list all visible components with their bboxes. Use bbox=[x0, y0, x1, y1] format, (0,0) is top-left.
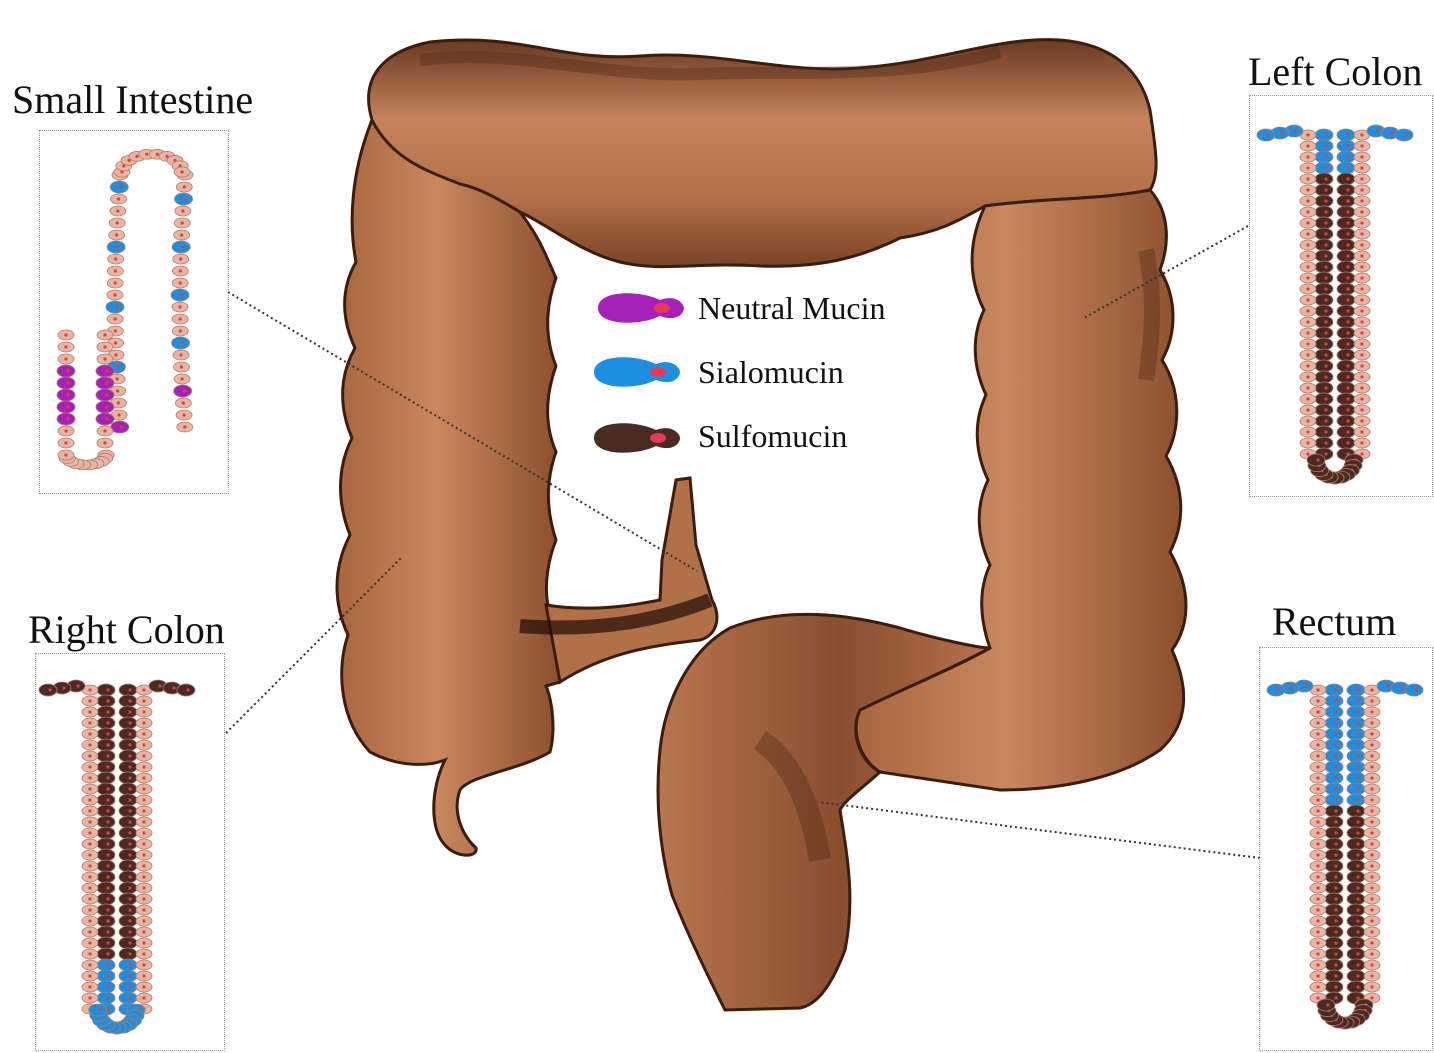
descending-colon bbox=[856, 190, 1186, 790]
legend bbox=[594, 293, 684, 452]
rectum-panel bbox=[1259, 647, 1433, 1051]
right-colon-panel bbox=[35, 653, 225, 1051]
small-intestine-panel bbox=[39, 130, 229, 494]
legend-neutral-mucin-label: Neutral Mucin bbox=[698, 292, 886, 324]
rectum bbox=[658, 614, 990, 1010]
legend-sulfomucin-icon bbox=[594, 423, 680, 452]
rectum-title: Rectum bbox=[1272, 602, 1396, 642]
ascending-colon bbox=[337, 120, 560, 855]
small-intestine-title: Small Intestine bbox=[12, 80, 253, 120]
legend-sialomucin-icon bbox=[594, 357, 680, 386]
legend-sulfomucin-label: Sulfomucin bbox=[698, 420, 847, 452]
right-colon-title: Right Colon bbox=[28, 610, 225, 650]
left-colon-panel bbox=[1249, 95, 1433, 497]
colon-illustration bbox=[337, 40, 1186, 1010]
legend-neutral-mucin-icon bbox=[598, 293, 684, 322]
leader-rectum bbox=[818, 802, 1260, 858]
left-colon-title: Left Colon bbox=[1248, 52, 1422, 92]
legend-sialomucin-label: Sialomucin bbox=[698, 356, 844, 388]
